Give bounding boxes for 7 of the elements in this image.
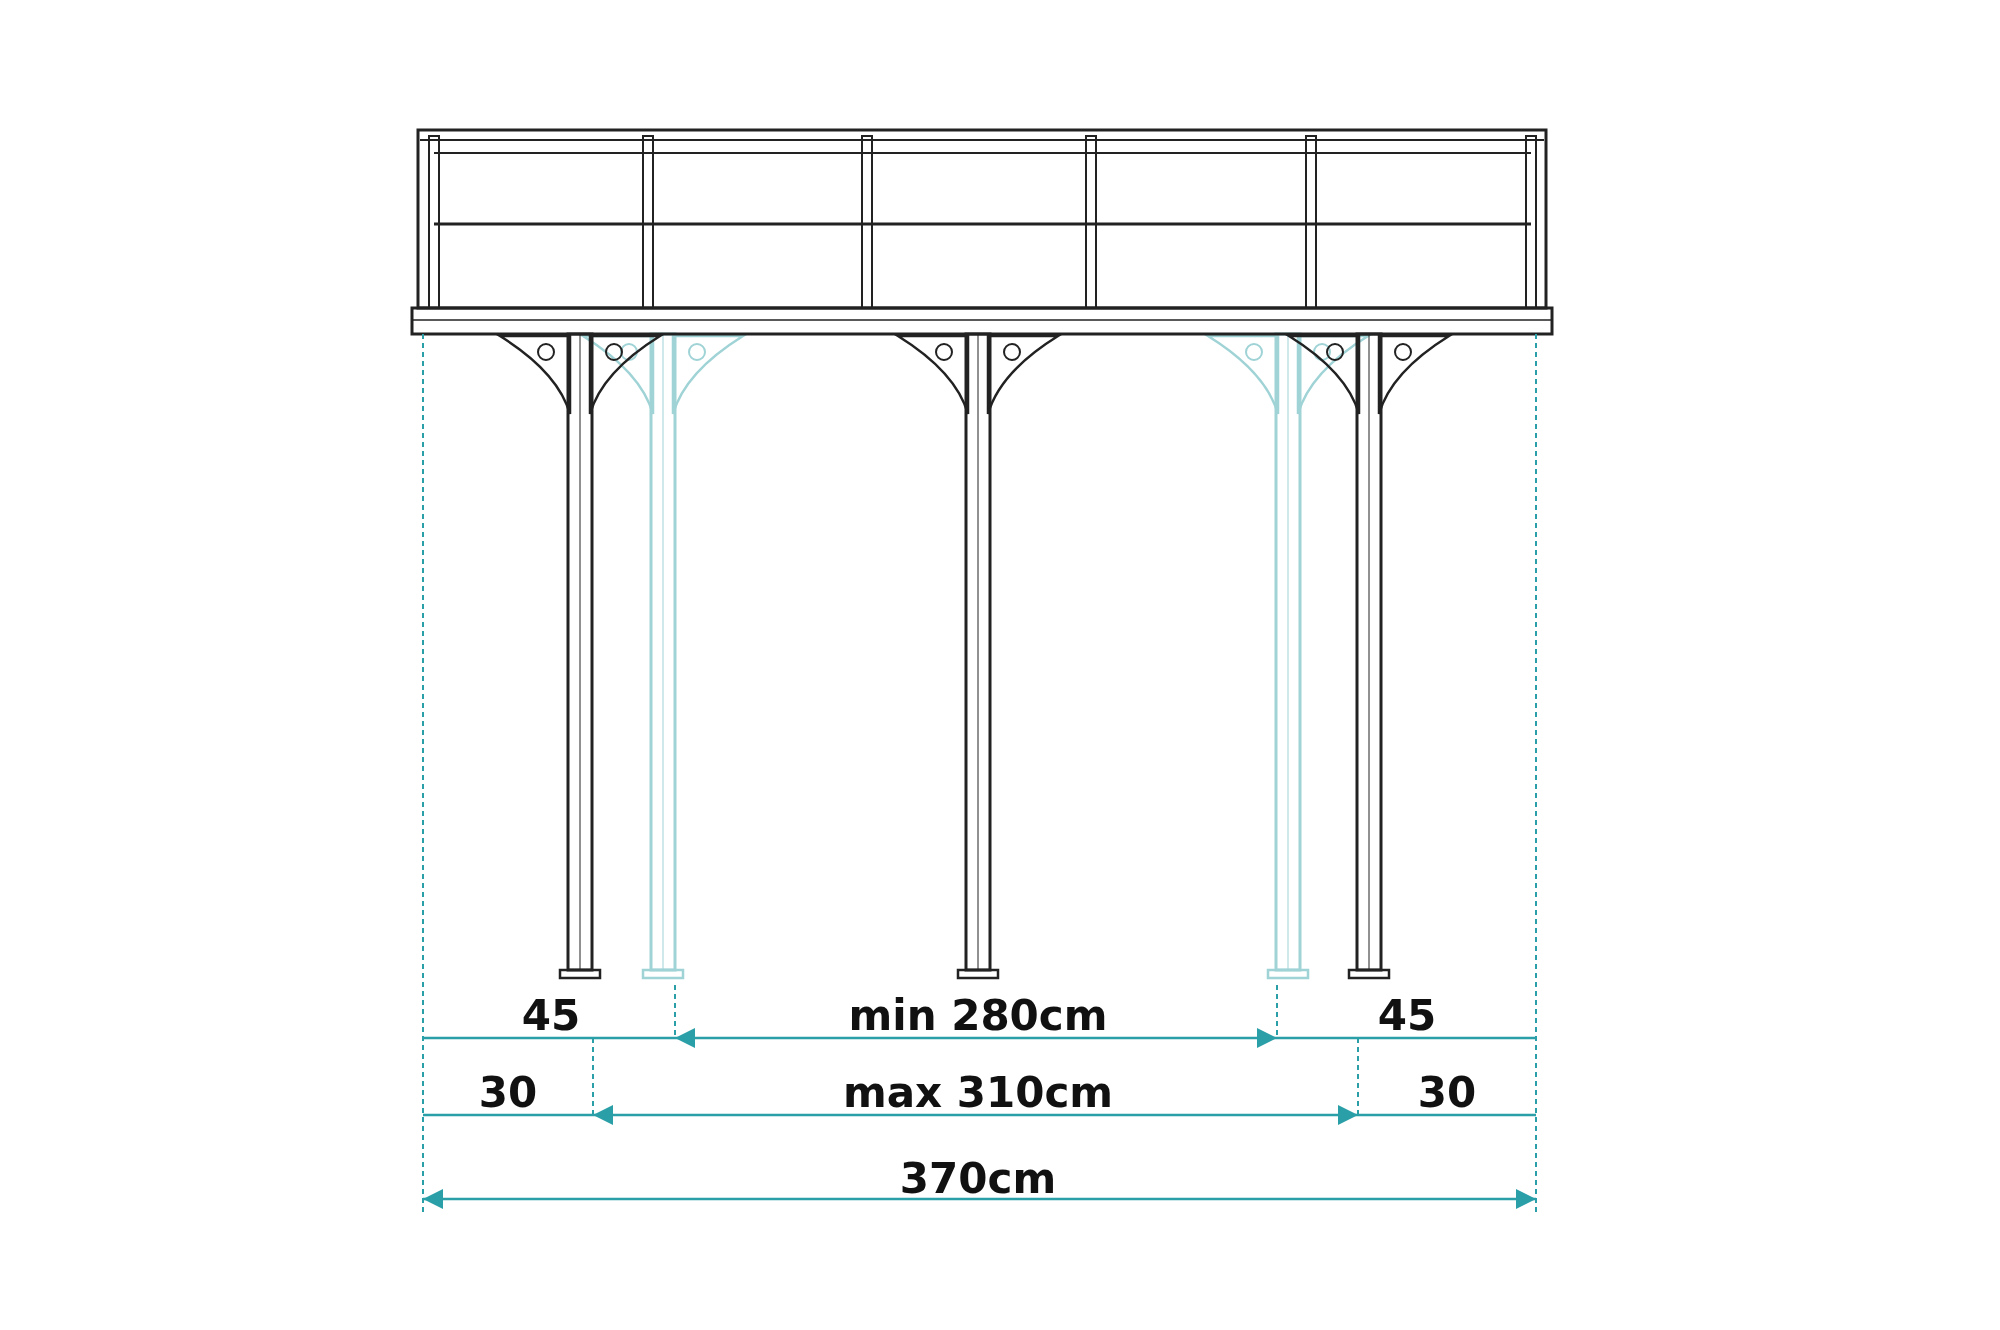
- dimension-label: 45: [521, 991, 581, 1040]
- dimension-label: 370cm: [899, 1154, 1057, 1203]
- dimension-label: 30: [478, 1068, 538, 1117]
- dimension-label: max 310cm: [842, 1068, 1114, 1117]
- dimension-label: min 280cm: [848, 991, 1108, 1040]
- dimension-label: 30: [1417, 1068, 1477, 1117]
- dimension-label: 45: [1377, 991, 1437, 1040]
